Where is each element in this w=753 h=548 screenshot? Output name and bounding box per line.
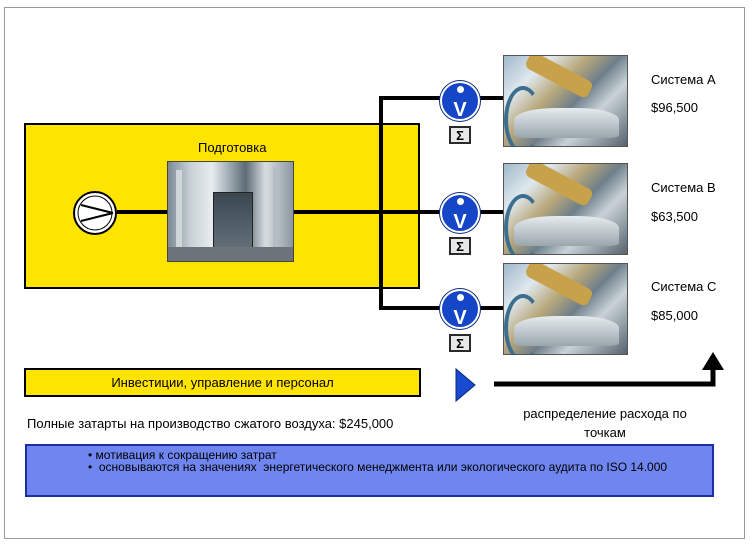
system-b-photo — [503, 163, 628, 255]
system-b-cost: $63,500 — [651, 209, 698, 224]
sum-icon: Σ — [449, 126, 471, 144]
benefit-item: • основываются на значениях энергетическ… — [88, 460, 668, 474]
flow-meter-icon: V — [440, 193, 480, 233]
distribution-arrowhead — [702, 352, 724, 370]
system-c-name: Система C — [651, 279, 717, 294]
investment-bar: Инвестиции, управление и персонал — [24, 368, 421, 397]
system-a-photo — [503, 55, 628, 147]
total-costs-text: Полные затарты на производство сжатого в… — [27, 416, 394, 431]
benefits-list: • мотивация к сокращению затрат • основы… — [88, 449, 708, 473]
system-c-cost: $85,000 — [651, 308, 698, 323]
flow-meter-icon: V — [440, 81, 480, 121]
system-a-cost: $96,500 — [651, 100, 698, 115]
preparation-room-photo — [167, 161, 294, 262]
sum-icon: Σ — [449, 237, 471, 255]
compressor-icon — [73, 191, 117, 235]
preparation-label: Подготовка — [198, 140, 267, 155]
benefits-box — [25, 444, 714, 497]
benefit-item: • мотивация к сокращению затрат — [88, 448, 277, 462]
system-a-name: Система A — [651, 72, 716, 87]
system-c-photo — [503, 263, 628, 355]
play-triangle-icon — [455, 367, 476, 403]
flow-meter-icon: V — [440, 289, 480, 329]
system-b-name: Система B — [651, 180, 716, 195]
distribution-label: распределение расхода по точкам — [523, 406, 687, 440]
diagram-frame — [4, 7, 745, 539]
sum-icon: Σ — [449, 334, 471, 352]
